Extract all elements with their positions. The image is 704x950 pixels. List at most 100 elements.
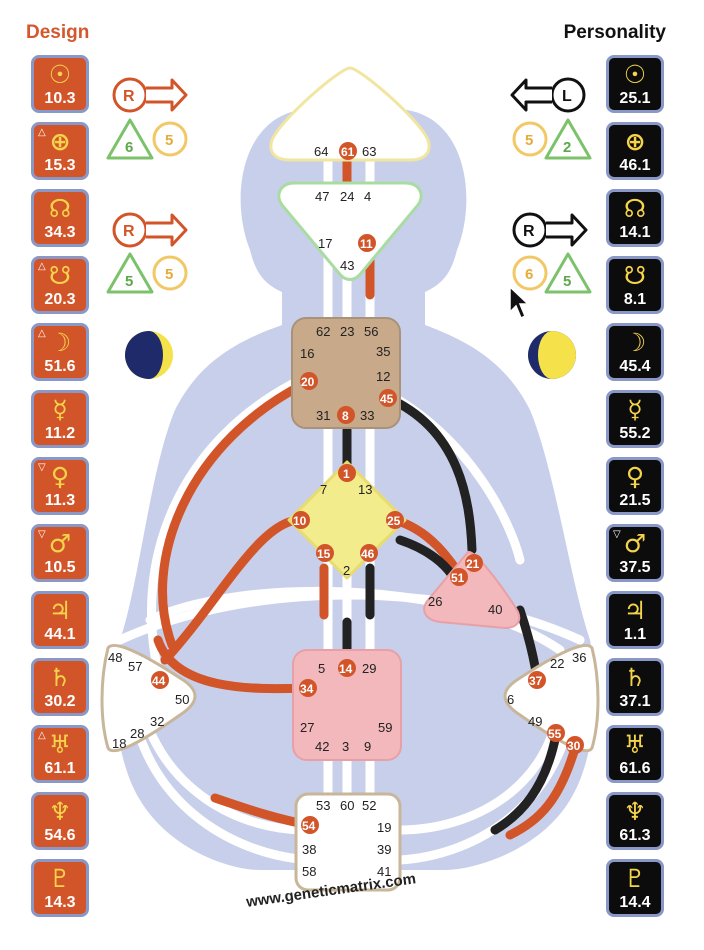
planet-symbol-icon: ☽ — [623, 328, 647, 357]
personality-planet-card[interactable]: ⊕46.1 — [606, 122, 664, 180]
personality-planet-card[interactable]: ♃1.1 — [606, 591, 664, 649]
planet-symbol-icon: ♂ — [623, 529, 647, 558]
planet-gate-value: 20.3 — [44, 291, 76, 308]
svg-text:L: L — [562, 88, 572, 105]
design-planet-card[interactable]: ♃44.1 — [31, 591, 89, 649]
svg-text:64: 64 — [314, 144, 328, 159]
svg-text:57: 57 — [128, 659, 142, 674]
svg-text:45: 45 — [380, 392, 394, 406]
planet-gate-value: 11.3 — [44, 492, 76, 509]
planet-symbol-icon: ♄ — [623, 663, 647, 692]
svg-text:40: 40 — [488, 602, 502, 617]
center-throat: 62 23 56 16 35 12 20 45 31 8 33 — [291, 317, 401, 429]
planet-symbol-icon: ☋ — [48, 261, 72, 290]
planet-symbol-icon: ☉ — [48, 60, 72, 89]
svg-text:48: 48 — [108, 650, 122, 665]
svg-text:5: 5 — [165, 132, 173, 149]
personality-planet-card[interactable]: ☿55.2 — [606, 390, 664, 448]
svg-text:39: 39 — [377, 842, 391, 857]
svg-text:58: 58 — [302, 864, 316, 879]
planet-symbol-icon: ☽ — [48, 328, 72, 357]
planet-gate-value: 34.3 — [44, 224, 76, 241]
center-g: 1 7 13 10 25 15 46 2 — [287, 460, 407, 580]
svg-text:13: 13 — [358, 482, 372, 497]
svg-text:R: R — [523, 223, 535, 240]
personality-planet-card[interactable]: ▽♂37.5 — [606, 524, 664, 582]
planet-symbol-icon: ☋ — [623, 261, 647, 290]
svg-text:2: 2 — [343, 563, 350, 578]
personality-planet-card[interactable]: ♅61.6 — [606, 725, 664, 783]
design-planet-card[interactable]: ▽♀11.3 — [31, 457, 89, 515]
planet-gate-value: 14.4 — [619, 894, 651, 911]
exaltation-mark-icon: ▽ — [38, 529, 46, 540]
personality-planet-card[interactable]: ☽45.4 — [606, 323, 664, 381]
svg-text:5: 5 — [525, 132, 533, 149]
personality-planet-card[interactable]: ♆61.3 — [606, 792, 664, 850]
center-heart: 21 51 26 40 — [423, 550, 521, 630]
planet-symbol-icon: ♇ — [48, 864, 72, 893]
design-top-tri-icon: 6 5 — [106, 118, 188, 160]
planet-symbol-icon: ♀ — [50, 462, 70, 491]
svg-text:27: 27 — [300, 720, 314, 735]
design-planet-card[interactable]: ♇14.3 — [31, 859, 89, 917]
svg-text:30: 30 — [567, 739, 581, 753]
design-planet-card[interactable]: △☋20.3 — [31, 256, 89, 314]
design-top-arrow-icon: R — [112, 77, 188, 113]
svg-text:26: 26 — [428, 594, 442, 609]
svg-text:61: 61 — [341, 145, 355, 159]
design-planet-card[interactable]: ☊34.3 — [31, 189, 89, 247]
exaltation-mark-icon: △ — [38, 127, 46, 138]
planet-gate-value: 46.1 — [619, 157, 651, 174]
planet-gate-value: 10.3 — [44, 90, 76, 107]
personality-planet-card[interactable]: ♇14.4 — [606, 859, 664, 917]
planet-gate-value: 61.3 — [619, 827, 651, 844]
svg-text:34: 34 — [300, 682, 314, 696]
planet-gate-value: 61.1 — [44, 760, 76, 777]
design-bottom-tri-icon: 5 5 — [106, 252, 188, 294]
personality-planet-card[interactable]: ♄37.1 — [606, 658, 664, 716]
design-planet-card[interactable]: △⊕15.3 — [31, 122, 89, 180]
svg-text:28: 28 — [130, 726, 144, 741]
design-moon-icon — [125, 331, 173, 379]
svg-text:60: 60 — [340, 798, 354, 813]
planet-symbol-icon: ♃ — [48, 596, 72, 625]
svg-text:51: 51 — [451, 571, 465, 585]
svg-text:2: 2 — [563, 139, 571, 156]
svg-text:4: 4 — [364, 189, 371, 204]
design-planet-card[interactable]: ▽♂10.5 — [31, 524, 89, 582]
design-planet-card[interactable]: ♄30.2 — [31, 658, 89, 716]
center-spleen: 48 57 44 50 32 28 18 — [100, 644, 197, 753]
svg-text:49: 49 — [528, 714, 542, 729]
design-planet-card[interactable]: △☽51.6 — [31, 323, 89, 381]
design-planet-card[interactable]: △♅61.1 — [31, 725, 89, 783]
personality-planet-card[interactable]: ♀21.5 — [606, 457, 664, 515]
svg-text:24: 24 — [340, 189, 354, 204]
personality-variables: L 5 2 R 6 5 — [510, 77, 592, 379]
personality-planet-card[interactable]: ☋8.1 — [606, 256, 664, 314]
design-column-title: Design — [26, 22, 90, 43]
planet-gate-value: 61.6 — [619, 760, 651, 777]
svg-text:15: 15 — [317, 547, 331, 561]
svg-text:62: 62 — [316, 324, 330, 339]
svg-text:32: 32 — [150, 714, 164, 729]
planet-symbol-icon: ♃ — [623, 596, 647, 625]
design-planet-card[interactable]: ☿11.2 — [31, 390, 89, 448]
svg-text:11: 11 — [360, 237, 373, 251]
planet-symbol-icon: ☊ — [48, 194, 72, 223]
center-root: 53 60 52 54 19 38 39 58 41 — [294, 792, 402, 892]
design-planet-card[interactable]: ♆54.6 — [31, 792, 89, 850]
svg-text:5: 5 — [125, 273, 133, 290]
svg-text:3: 3 — [342, 739, 349, 754]
svg-text:31: 31 — [316, 408, 330, 423]
planet-symbol-icon: ♅ — [48, 730, 72, 759]
svg-text:23: 23 — [340, 324, 354, 339]
design-planet-card[interactable]: ☉10.3 — [31, 55, 89, 113]
svg-text:20: 20 — [301, 375, 315, 389]
planet-gate-value: 54.6 — [44, 827, 76, 844]
svg-text:6: 6 — [125, 139, 133, 156]
planet-gate-value: 37.1 — [619, 693, 651, 710]
personality-planet-card[interactable]: ☊14.1 — [606, 189, 664, 247]
svg-text:22: 22 — [550, 656, 564, 671]
personality-planet-card[interactable]: ☉25.1 — [606, 55, 664, 113]
